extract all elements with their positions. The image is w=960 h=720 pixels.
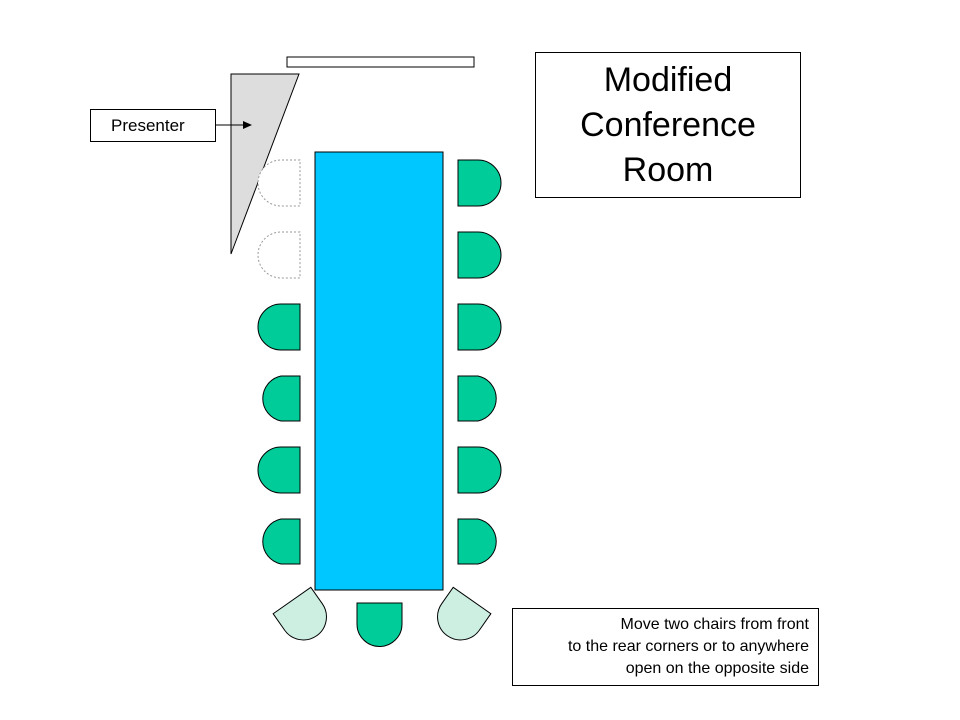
chair <box>457 159 502 207</box>
chair <box>457 231 502 279</box>
chair <box>457 375 497 422</box>
conference-table <box>314 151 444 591</box>
title-box: Modified Conference Room <box>535 52 801 198</box>
chair <box>457 446 502 494</box>
chair <box>262 375 301 422</box>
chair <box>257 303 301 351</box>
presenter-arrow-head <box>243 121 252 129</box>
chair <box>356 602 403 647</box>
presenter-label: Presenter <box>111 115 185 135</box>
presenter-label-box: Presenter <box>90 109 216 142</box>
note-text: Move two chairs from front to the rear c… <box>567 616 809 677</box>
chair <box>262 518 301 565</box>
removed-chair <box>257 231 301 279</box>
whiteboard <box>286 56 475 68</box>
removed-chair <box>257 159 301 207</box>
moved-chair-left <box>272 586 327 641</box>
chair <box>457 518 497 565</box>
moved-chair-right <box>437 586 492 641</box>
diagram-title: Modified Conference Room <box>580 60 756 189</box>
chair <box>457 303 502 351</box>
note-box: Move two chairs from front to the rear c… <box>512 608 819 686</box>
chair <box>257 446 301 494</box>
presenter-screen <box>230 73 300 255</box>
